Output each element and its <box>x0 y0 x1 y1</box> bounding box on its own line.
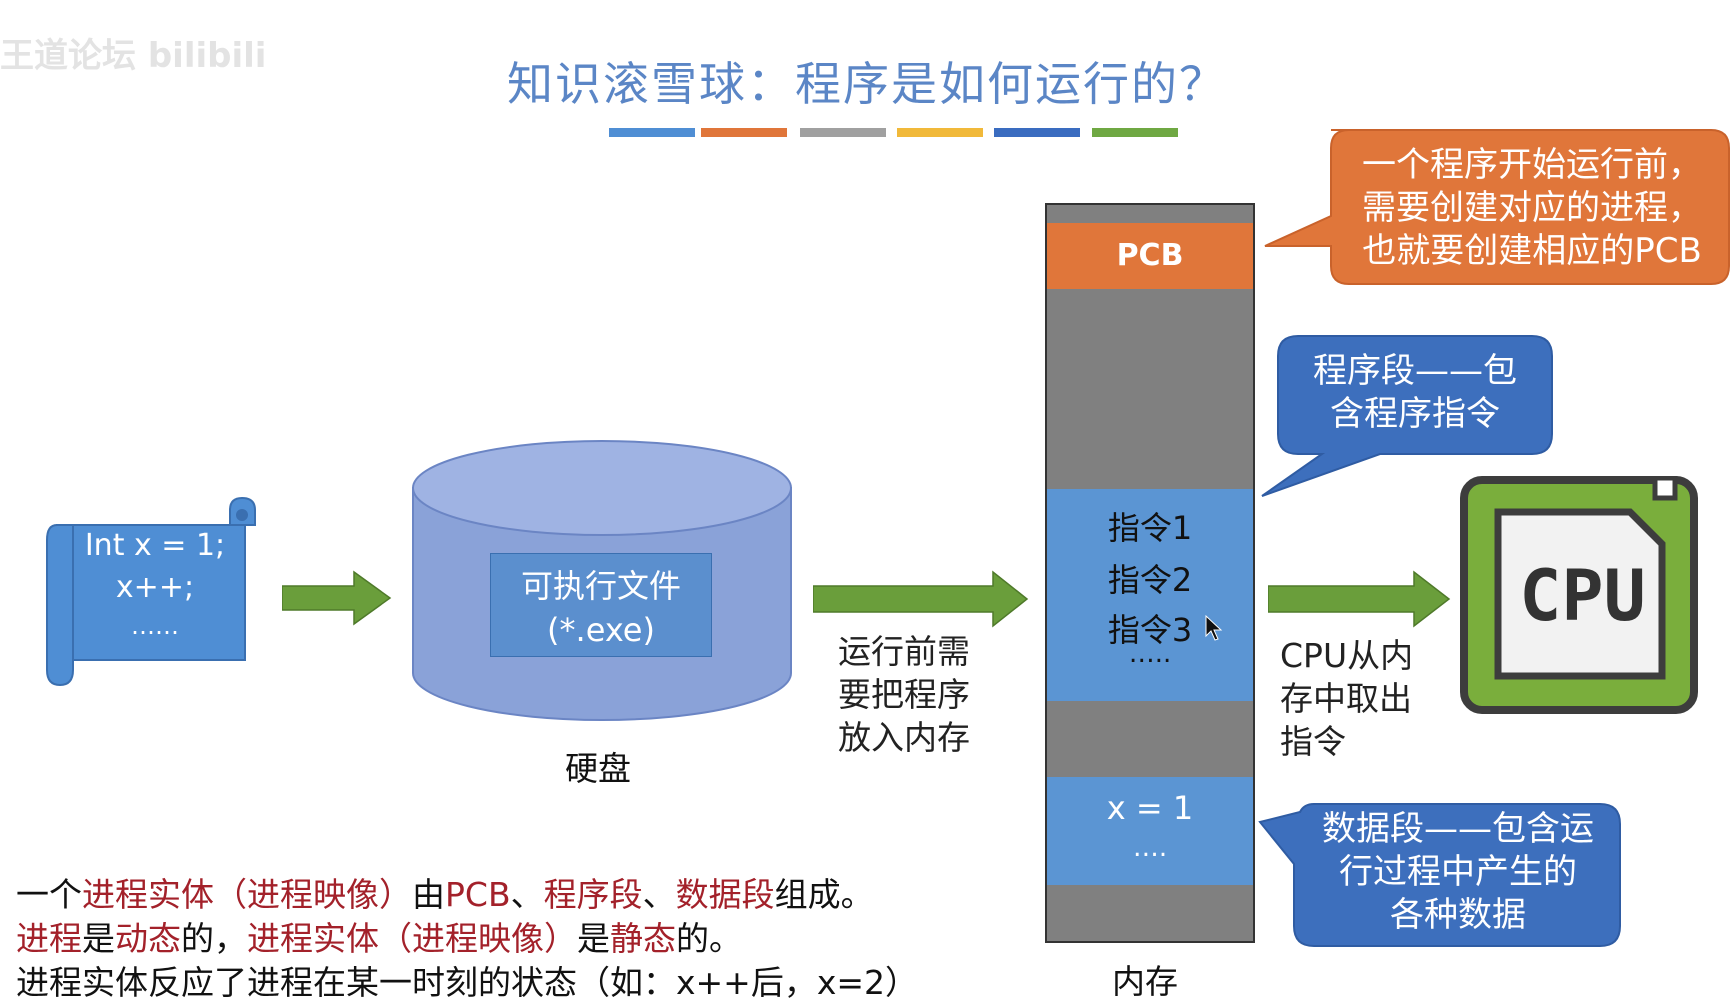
summary-line-3: 进程实体反应了进程在某一时刻的状态（如：x++后，x=2） <box>16 963 919 1002</box>
s1-program-seg: 程序段 <box>543 875 643 914</box>
s1-part-0: 一个 <box>16 875 82 914</box>
s2-part-1: 是 <box>82 919 115 958</box>
callout-program-line-2: 含程序指令 <box>1330 394 1500 434</box>
callout-program-line-1: 程序段——包 <box>1313 351 1517 391</box>
stripe-darkblue <box>994 128 1080 137</box>
callout-pcb-bubble <box>1264 129 1730 285</box>
program-segment: 指令1 指令2 指令3 ….. <box>1047 489 1253 701</box>
s1-sep-1: 、 <box>510 875 544 914</box>
arrow-memory-to-cpu <box>1268 570 1451 628</box>
callout-pcb-line-2: 需要创建对应的进程， <box>1362 188 1702 228</box>
code-line-1: Int x = 1; <box>84 528 226 563</box>
callout-pcb-text: 一个程序开始运行前， 需要创建对应的进程， 也就要创建相应的PCB <box>1332 144 1732 273</box>
stripe-gray <box>800 128 886 137</box>
arrow-disk-to-memory <box>813 570 1029 628</box>
s2-process: 进程 <box>16 919 82 958</box>
load-note: 运行前需 要把程序 放入内存 <box>838 630 970 759</box>
s2-process-entity: 进程实体（进程映像） <box>247 919 577 958</box>
fetch-note: CPU从内 存中取出 指令 <box>1280 634 1413 763</box>
fetch-note-line-3: 指令 <box>1280 722 1346 761</box>
instruction-2: 指令2 <box>1107 561 1193 599</box>
s1-process-entity: 进程实体（进程映像） <box>82 875 412 914</box>
callout-pcb-line-3: 也就要创建相应的PCB <box>1362 231 1702 271</box>
arrow-code-to-disk <box>282 570 392 626</box>
instruction-more: ….. <box>1128 639 1172 669</box>
exe-line-2: (*.exe) <box>547 611 655 649</box>
slide-title: 知识滚雪球：程序是如何运行的？ <box>507 57 1227 111</box>
cpu-label: CPU <box>1519 555 1646 637</box>
s2-part-3: 的， <box>181 919 247 958</box>
s2-part-7: 的。 <box>676 919 742 958</box>
mouse-cursor-icon <box>1205 614 1223 641</box>
data-segment: x = 1 …. <box>1047 777 1253 885</box>
exe-line-1: 可执行文件 <box>520 567 681 605</box>
callout-data-bubble <box>1258 803 1621 947</box>
callout-data-line-3: 各种数据 <box>1390 895 1526 935</box>
memory-block: PCB 指令1 指令2 指令3 ….. x = 1 …. <box>1045 203 1255 943</box>
code-line-3: …… <box>131 612 179 640</box>
stripe-blue <box>609 128 695 137</box>
stripe-green <box>1092 128 1178 137</box>
s1-part-8: 组成。 <box>774 875 874 914</box>
summary-line-1: 一个进程实体（进程映像）由PCB、程序段、数据段组成。 <box>16 868 874 916</box>
fetch-note-line-2: 存中取出 <box>1280 679 1412 718</box>
callout-data-line-1: 数据段——包含运 <box>1322 809 1594 849</box>
s1-sep-2: 、 <box>642 875 676 914</box>
fetch-note-line-1: CPU从内 <box>1280 636 1414 675</box>
code-line-2: x++; <box>115 570 195 605</box>
s2-dynamic: 动态 <box>115 919 181 958</box>
source-code-scroll <box>46 496 256 687</box>
s1-part-2: 由 <box>412 875 445 914</box>
cpu-chip-icon <box>1460 476 1698 714</box>
summary-line-2: 进程是动态的，进程实体（进程映像）是静态的。 <box>16 912 742 960</box>
load-note-line-1: 运行前需 <box>838 632 970 671</box>
executable-file-box: 可执行文件 (*.exe) <box>490 553 712 657</box>
pcb-segment: PCB <box>1047 223 1253 289</box>
data-more: …. <box>1132 833 1168 863</box>
load-note-line-3: 放入内存 <box>838 718 970 757</box>
instruction-1: 指令1 <box>1107 509 1193 547</box>
callout-program-bubble <box>1261 335 1553 497</box>
s1-data-seg: 数据段 <box>675 875 775 914</box>
disk-caption: 硬盘 <box>565 749 631 788</box>
memory-caption: 内存 <box>1112 962 1178 1001</box>
data-value: x = 1 <box>1106 789 1194 827</box>
callout-data-line-2: 行过程中产生的 <box>1339 852 1577 892</box>
callout-pcb-line-1: 一个程序开始运行前， <box>1362 145 1702 185</box>
stripe-orange <box>701 128 787 137</box>
instruction-3: 指令3 <box>1107 611 1193 649</box>
watermark: 王道论坛 bilibili <box>0 36 267 76</box>
callout-data-text: 数据段——包含运 行过程中产生的 各种数据 <box>1298 808 1618 937</box>
s1-pcb: PCB <box>445 875 511 914</box>
callout-program-text: 程序段——包 含程序指令 <box>1284 350 1546 436</box>
load-note-line-2: 要把程序 <box>838 675 970 714</box>
stripe-yellow <box>897 128 983 137</box>
s2-part-5: 是 <box>577 919 610 958</box>
s2-static: 静态 <box>610 919 676 958</box>
